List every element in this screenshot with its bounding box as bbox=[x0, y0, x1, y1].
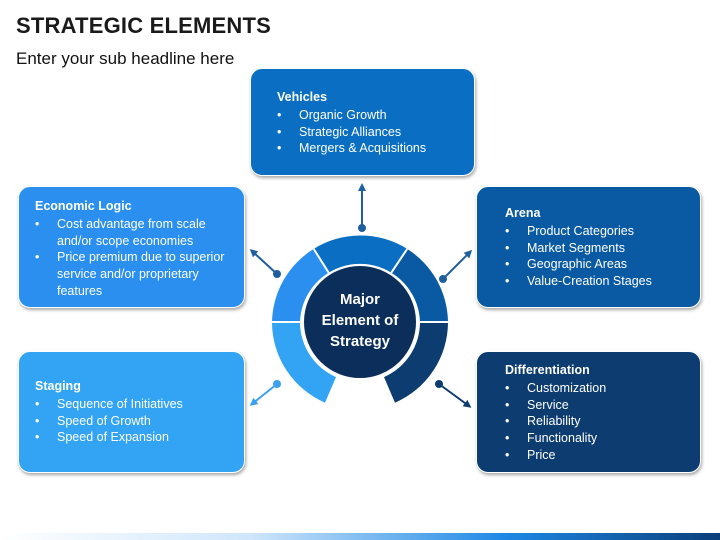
list-item: Functionality bbox=[505, 430, 686, 447]
footer-gradient-bar bbox=[0, 533, 720, 540]
differentiation-box: Differentiation Customization Service Re… bbox=[476, 351, 701, 473]
list-item: Geographic Areas bbox=[505, 256, 686, 273]
connector-differentiation bbox=[435, 380, 472, 408]
hub-label-line1: Major bbox=[339, 291, 380, 308]
staging-title: Staging bbox=[35, 379, 81, 393]
hub-label-line2: Element of bbox=[321, 312, 399, 329]
arena-list: Product Categories Market Segments Geogr… bbox=[505, 223, 686, 290]
economic-logic-title: Economic Logic bbox=[35, 199, 132, 213]
arena-box: Arena Product Categories Market Segments… bbox=[476, 186, 701, 308]
ring-segment-differentiation bbox=[384, 322, 448, 403]
page-title: STRATEGIC ELEMENTS bbox=[16, 13, 271, 38]
list-item: Price bbox=[505, 447, 686, 464]
economic-logic-list: Cost advantage from scale and/or scope e… bbox=[35, 216, 230, 300]
economic-logic-box: Economic Logic Cost advantage from scale… bbox=[18, 186, 245, 308]
list-item: Market Segments bbox=[505, 240, 686, 257]
vehicles-title: Vehicles bbox=[277, 90, 328, 104]
arena-title: Arena bbox=[505, 206, 541, 220]
list-item: Cost advantage from scale and/or scope e… bbox=[35, 216, 230, 249]
staging-box: Staging Sequence of Initiatives Speed of… bbox=[18, 351, 245, 473]
staging-list: Sequence of Initiatives Speed of Growth … bbox=[35, 396, 230, 446]
ring-segment-arena bbox=[391, 248, 448, 322]
connector-vehicles bbox=[358, 183, 366, 232]
ring-segment-economic-logic bbox=[272, 248, 329, 322]
list-item: Customization bbox=[505, 380, 686, 397]
hub-label-line3: Strategy bbox=[329, 333, 391, 350]
list-item: Strategic Alliances bbox=[277, 124, 460, 141]
page-subtitle: Enter your sub headline here bbox=[16, 49, 235, 68]
hub-center-circle bbox=[302, 264, 418, 380]
list-item: Sequence of Initiatives bbox=[35, 396, 230, 413]
connector-staging bbox=[249, 380, 281, 406]
list-item: Value-Creation Stages bbox=[505, 273, 686, 290]
list-item: Organic Growth bbox=[277, 107, 460, 124]
list-item: Mergers & Acquisitions bbox=[277, 140, 460, 157]
connector-arena bbox=[439, 249, 473, 283]
hub-label: Major Element of Strategy bbox=[310, 289, 410, 352]
connector-economic-logic bbox=[249, 248, 281, 278]
list-item: Speed of Expansion bbox=[35, 429, 230, 446]
list-item: Price premium due to superior service an… bbox=[35, 249, 230, 299]
ring-segment-vehicles bbox=[313, 235, 408, 273]
list-item: Service bbox=[505, 397, 686, 414]
differentiation-list: Customization Service Reliability Functi… bbox=[505, 380, 686, 464]
list-item: Product Categories bbox=[505, 223, 686, 240]
list-item: Reliability bbox=[505, 413, 686, 430]
differentiation-title: Differentiation bbox=[505, 363, 590, 377]
vehicles-list: Organic Growth Strategic Alliances Merge… bbox=[277, 107, 460, 157]
list-item: Speed of Growth bbox=[35, 413, 230, 430]
vehicles-box: Vehicles Organic Growth Strategic Allian… bbox=[250, 68, 475, 176]
ring-segment-staging bbox=[272, 322, 336, 403]
